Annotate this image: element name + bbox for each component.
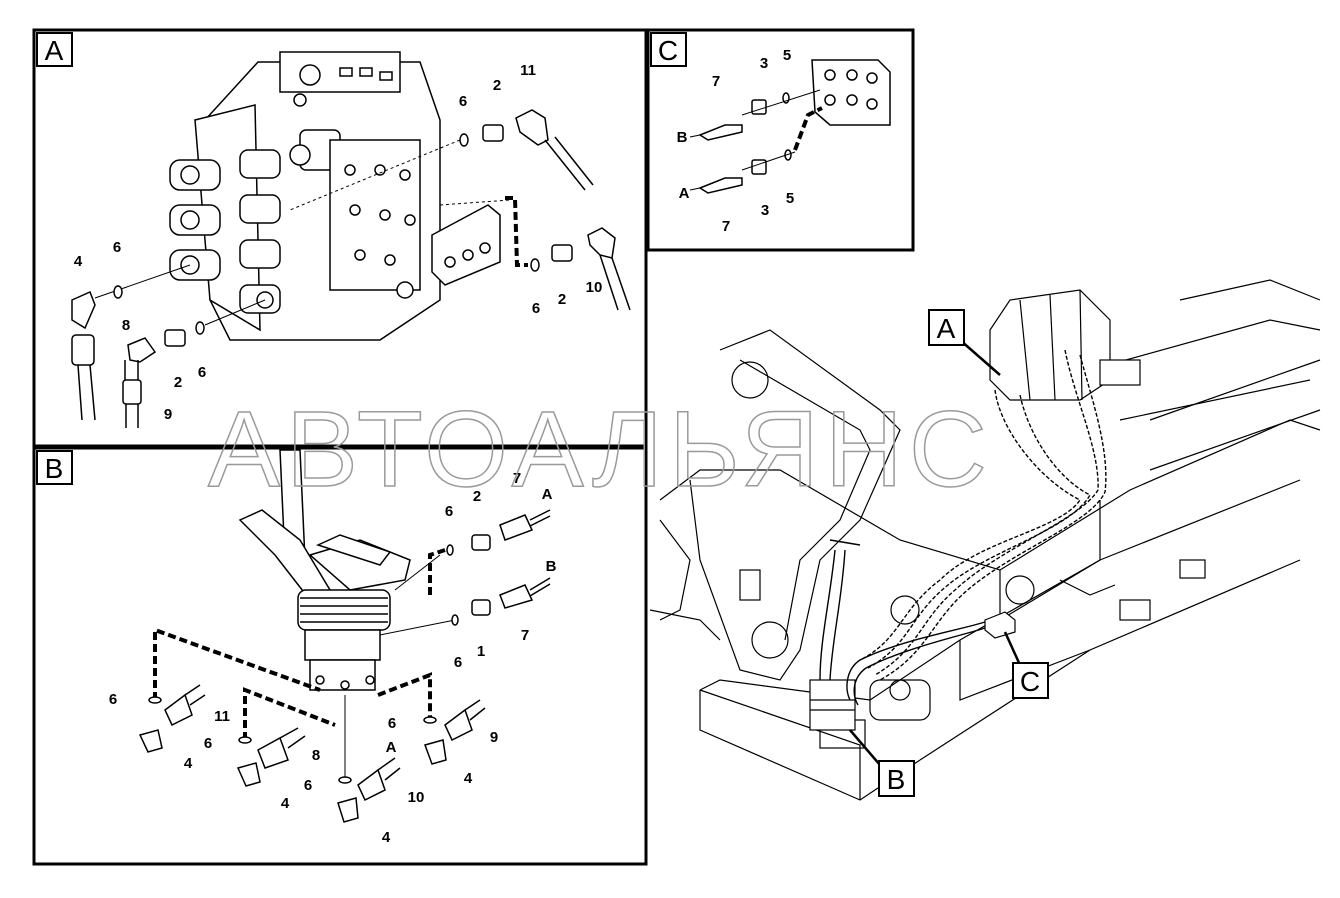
- part-4-label: 4: [184, 755, 193, 772]
- part-7-label: 7: [521, 627, 529, 644]
- line-a-label: A: [542, 486, 553, 503]
- svg-text:C: C: [1020, 666, 1040, 697]
- hoses-b: [138, 509, 551, 823]
- hose-lines-drawing: [819, 539, 986, 706]
- part-1-label: 1: [477, 643, 485, 660]
- svg-text:A: A: [937, 313, 956, 344]
- part-2-label: 2: [174, 374, 182, 391]
- part-2-label: 2: [558, 291, 566, 308]
- block-c-drawing: [698, 59, 891, 194]
- line-b-label: B: [546, 558, 557, 575]
- panel-c-label: C: [658, 35, 678, 66]
- part-4-label: 4: [464, 770, 473, 787]
- part-6-label: 6: [198, 364, 206, 381]
- part-5-label: 5: [783, 47, 791, 64]
- panel-b: B: [32, 446, 648, 866]
- part-6-label: 6: [388, 715, 396, 732]
- machine-overview-drawing: [649, 279, 1321, 801]
- connection-lines-a: [94, 139, 528, 326]
- part-8-label: 8: [122, 317, 130, 334]
- part-5-label: 5: [786, 190, 794, 207]
- callout-a: A: [928, 309, 1001, 376]
- line-a-label: A: [679, 185, 690, 202]
- panel-a-label: A: [45, 35, 64, 66]
- connection-lines-c: [689, 89, 823, 191]
- part-6-label: 6: [445, 503, 453, 520]
- part-3-label: 3: [760, 55, 768, 72]
- panel-a: A: [32, 28, 648, 448]
- part-6-label: 6: [113, 239, 121, 256]
- part-4-label: 4: [281, 795, 290, 812]
- panel-c: C 7 3 5 B A 7 3 5: [646, 28, 915, 252]
- line-b-label: B: [677, 129, 688, 146]
- part-6-label: 6: [109, 691, 117, 708]
- part-6-label: 6: [204, 735, 212, 752]
- callout-c: C: [1003, 631, 1049, 699]
- part-9-label: 9: [490, 729, 498, 746]
- part-7-label: 7: [712, 73, 720, 90]
- part-10-label: 10: [586, 279, 603, 296]
- part-numbers-b: 7 A 2 6 B 7 1 6 6 11 4 6 8 4 6 9 4 A 6 1…: [109, 470, 557, 846]
- control-valve-drawing: [169, 51, 501, 341]
- part-3-label: 3: [761, 202, 769, 219]
- part-4-label: 4: [74, 253, 83, 270]
- line-a-label: A: [386, 739, 397, 756]
- pedal-valve-drawing: [238, 449, 411, 691]
- part-11-label: 11: [520, 62, 536, 79]
- part-6-label: 6: [304, 777, 312, 794]
- part-11-label: 11: [214, 708, 230, 725]
- part-6-label: 6: [454, 654, 462, 671]
- part-2-label: 2: [493, 77, 501, 94]
- connection-lines-b: [153, 548, 456, 780]
- svg-text:B: B: [887, 764, 906, 795]
- part-10-label: 10: [408, 789, 425, 806]
- part-4-label: 4: [382, 829, 391, 846]
- part-7-label: 7: [513, 470, 521, 487]
- hoses-a: [71, 109, 631, 428]
- part-numbers-a: 11 2 6 4 6 8 2 6 9 6 2 10: [74, 62, 603, 423]
- panel-b-label: B: [45, 453, 64, 484]
- part-numbers-c: 7 3 5 B A 7 3 5: [677, 47, 795, 235]
- part-8-label: 8: [312, 747, 320, 764]
- part-6-label: 6: [459, 93, 467, 110]
- part-9-label: 9: [164, 406, 172, 423]
- hose-bundle-drawing: [859, 349, 1107, 681]
- part-6-label: 6: [532, 300, 540, 317]
- part-7-label: 7: [722, 218, 730, 235]
- callout-b: B: [849, 729, 915, 797]
- part-2-label: 2: [473, 488, 481, 505]
- watermark-text: АВТОАЛЬЯНС: [208, 388, 993, 509]
